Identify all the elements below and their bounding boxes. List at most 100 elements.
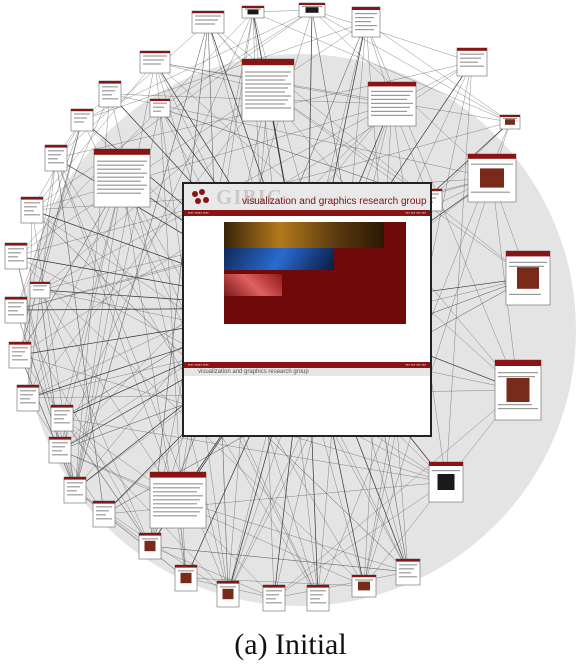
graph-edge bbox=[74, 21, 209, 491]
center-page-image-2 bbox=[224, 248, 334, 270]
page-node[interactable] bbox=[298, 2, 326, 18]
page-node[interactable] bbox=[29, 281, 51, 299]
page-node[interactable] bbox=[16, 384, 40, 412]
page-node-text-line bbox=[97, 168, 141, 170]
page-node-frame bbox=[262, 584, 286, 612]
page-node-header bbox=[263, 585, 285, 588]
page-node-text-line bbox=[24, 210, 34, 212]
graph-edge bbox=[445, 61, 473, 483]
page-node[interactable] bbox=[241, 5, 265, 19]
page-node[interactable] bbox=[20, 196, 44, 224]
center-page-thumbnail[interactable]: GIBIC visualization and graphics researc… bbox=[182, 182, 432, 437]
page-node-image bbox=[437, 474, 455, 490]
page-node-header bbox=[5, 243, 27, 246]
page-node[interactable] bbox=[98, 80, 122, 108]
page-node-header bbox=[140, 51, 170, 54]
page-node[interactable] bbox=[4, 296, 28, 324]
page-node-text-line bbox=[509, 265, 544, 267]
page-node[interactable] bbox=[174, 564, 198, 592]
page-node-text-line bbox=[97, 176, 144, 178]
page-node-text-line bbox=[266, 598, 276, 600]
page-node-text-line bbox=[266, 594, 279, 596]
page-node-header bbox=[21, 197, 43, 200]
page-node-header bbox=[49, 437, 71, 440]
page-node-frame bbox=[467, 153, 517, 203]
page-node[interactable] bbox=[351, 574, 377, 598]
page-node[interactable] bbox=[191, 10, 225, 34]
center-page-image-3 bbox=[224, 274, 282, 296]
page-node[interactable] bbox=[456, 47, 488, 77]
page-node[interactable] bbox=[63, 476, 87, 504]
page-node-header bbox=[307, 585, 329, 588]
page-node[interactable] bbox=[428, 461, 464, 503]
page-node-text-line bbox=[67, 486, 80, 488]
page-node[interactable] bbox=[93, 148, 151, 208]
page-node-text-line bbox=[195, 19, 218, 21]
page-node[interactable] bbox=[50, 404, 74, 432]
graph-edge bbox=[491, 177, 519, 391]
page-node-text-line bbox=[102, 86, 118, 88]
page-node[interactable] bbox=[306, 584, 330, 612]
page-node-text-line bbox=[509, 261, 547, 263]
page-node-text-line bbox=[102, 90, 115, 92]
page-node[interactable] bbox=[139, 50, 171, 74]
page-node-text-line bbox=[399, 568, 414, 570]
page-node-text-line bbox=[371, 106, 410, 108]
page-node-header bbox=[352, 575, 376, 578]
graph-edge bbox=[61, 417, 447, 483]
page-node[interactable] bbox=[241, 58, 295, 122]
page-node-header bbox=[242, 6, 264, 8]
page-node-text-line bbox=[355, 29, 374, 31]
page-node-text-line bbox=[74, 113, 90, 115]
page-node-text-line bbox=[355, 579, 373, 581]
page-node-text-line bbox=[371, 98, 407, 100]
page-node-text-line bbox=[503, 117, 517, 119]
graph-edge bbox=[149, 545, 409, 573]
graph-edge bbox=[273, 389, 519, 599]
page-node[interactable] bbox=[494, 359, 542, 421]
graph-edge bbox=[81, 21, 367, 121]
page-node-text-line bbox=[142, 538, 158, 540]
page-node[interactable] bbox=[367, 81, 417, 127]
page-node-header bbox=[495, 360, 541, 366]
page-node-header bbox=[64, 477, 86, 480]
page-node[interactable] bbox=[505, 250, 551, 306]
page-node-header bbox=[99, 81, 121, 84]
page-node-text-line bbox=[310, 590, 326, 592]
page-node-text-line bbox=[97, 192, 141, 194]
page-node-text-line bbox=[8, 302, 24, 304]
graph-edge bbox=[39, 89, 269, 291]
page-node[interactable] bbox=[351, 6, 381, 38]
page-node-header bbox=[150, 472, 206, 478]
page-node-frame bbox=[139, 50, 171, 74]
page-node[interactable] bbox=[138, 532, 162, 560]
page-node[interactable] bbox=[8, 341, 32, 369]
page-node-text-line bbox=[8, 310, 18, 312]
page-node-text-line bbox=[8, 314, 24, 316]
page-node[interactable] bbox=[149, 471, 207, 529]
page-node-text-line bbox=[97, 172, 147, 174]
page-node[interactable] bbox=[467, 153, 517, 203]
page-node-header bbox=[30, 282, 50, 284]
page-node-text-line bbox=[355, 13, 377, 15]
page-node-text-line bbox=[143, 55, 167, 57]
page-node[interactable] bbox=[48, 436, 72, 464]
page-node[interactable] bbox=[44, 144, 68, 172]
graph-edge bbox=[74, 61, 156, 491]
page-node[interactable] bbox=[499, 114, 521, 130]
page-node[interactable] bbox=[262, 584, 286, 612]
graph-edge bbox=[149, 545, 275, 599]
page-node[interactable] bbox=[149, 98, 171, 118]
page-node[interactable] bbox=[92, 500, 116, 528]
page-node[interactable] bbox=[4, 242, 28, 270]
page-node[interactable] bbox=[70, 108, 94, 132]
page-node-text-line bbox=[245, 8, 261, 10]
page-node-text-line bbox=[371, 90, 413, 92]
graph-edge bbox=[109, 93, 493, 179]
page-node-frame bbox=[93, 148, 151, 208]
graph-edge bbox=[31, 61, 156, 211]
page-node[interactable] bbox=[395, 558, 421, 586]
page-node-text-line bbox=[460, 65, 484, 67]
graph-edge bbox=[55, 157, 179, 501]
page-node[interactable] bbox=[216, 580, 240, 608]
